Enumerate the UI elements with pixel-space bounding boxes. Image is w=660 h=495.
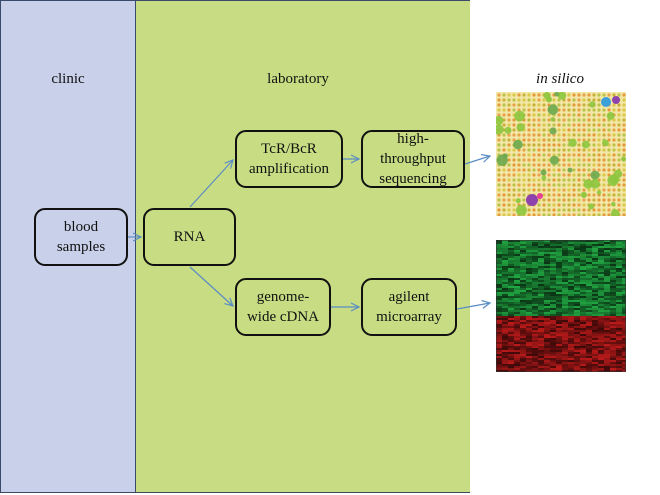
sequencing-repertoire-image bbox=[496, 92, 626, 216]
agilent-microarray-node: agilent microarray bbox=[361, 278, 457, 336]
genome-wide-cdna-node: genome- wide cDNA bbox=[235, 278, 331, 336]
laboratory-heading: laboratory bbox=[267, 71, 329, 87]
rna-label: RNA bbox=[173, 228, 206, 245]
tcr-bcr-amplification-label: TcR/BcR amplification bbox=[249, 140, 329, 177]
rna-node: RNA bbox=[143, 208, 236, 266]
high-throughput-sequencing-node: high- throughput sequencing bbox=[361, 130, 465, 188]
in-silico-heading: in silico bbox=[536, 71, 584, 87]
high-throughput-sequencing-label: high- throughput sequencing bbox=[379, 130, 447, 188]
clinic-heading: clinic bbox=[51, 71, 85, 87]
microarray-heatmap-image bbox=[496, 240, 626, 372]
genome-wide-cdna-label: genome- wide cDNA bbox=[246, 288, 320, 325]
blood-samples-node: blood samples bbox=[34, 208, 128, 266]
blood-samples-label: blood samples bbox=[56, 218, 106, 255]
tcr-bcr-amplification-node: TcR/BcR amplification bbox=[235, 130, 343, 188]
agilent-microarray-label: agilent microarray bbox=[376, 288, 442, 325]
